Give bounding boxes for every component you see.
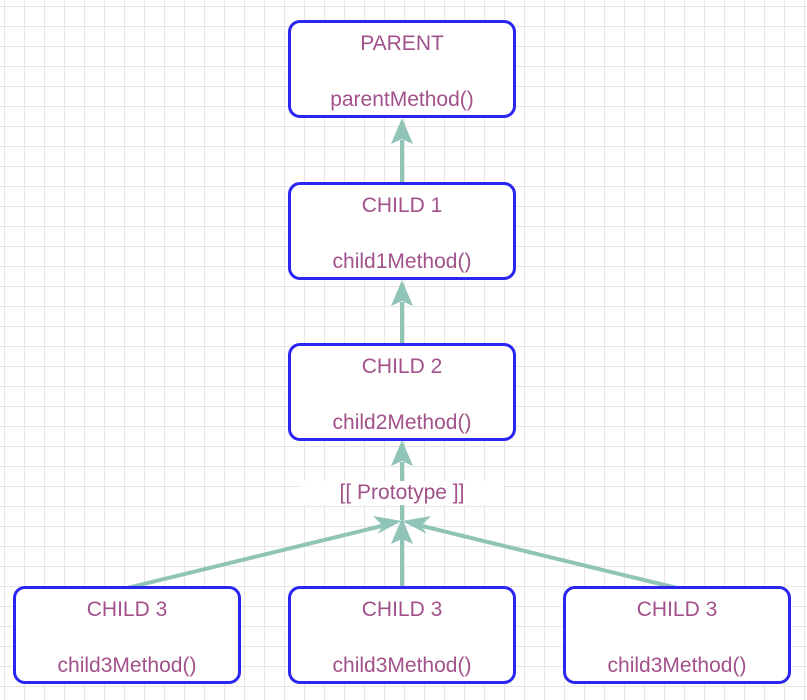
node-child1-method: child1Method() [332, 250, 472, 273]
arrowhead-junction-center [391, 518, 413, 544]
node-child2-method: child2Method() [332, 411, 472, 434]
node-child3-right-title: CHILD 3 [636, 598, 718, 621]
arrowhead-parent [391, 118, 413, 144]
arrowhead-junction-left [373, 516, 402, 534]
arrowhead-child1 [391, 280, 413, 306]
arrowhead-junction-right [402, 516, 431, 534]
node-parent[interactable]: PARENT parentMethod() [288, 20, 516, 118]
node-child3-left-title: CHILD 3 [86, 598, 168, 621]
node-parent-method: parentMethod() [330, 88, 474, 111]
node-child3-center-title: CHILD 3 [361, 598, 443, 621]
node-child3-center[interactable]: CHILD 3 child3Method() [288, 586, 516, 684]
node-child1[interactable]: CHILD 1 child1Method() [288, 182, 516, 280]
arrow-child3-right-to-junction [417, 523, 678, 590]
node-child3-left-method: child3Method() [57, 654, 197, 677]
node-child3-right[interactable]: CHILD 3 child3Method() [563, 586, 791, 684]
node-child1-title: CHILD 1 [361, 194, 443, 217]
arrow-child3-left-to-junction [126, 523, 387, 590]
node-child2[interactable]: CHILD 2 child2Method() [288, 343, 516, 441]
node-child3-right-method: child3Method() [607, 654, 747, 677]
prototype-edge-label: [[ Prototype ]] [300, 481, 504, 505]
node-child3-center-method: child3Method() [332, 654, 472, 677]
node-child3-left[interactable]: CHILD 3 child3Method() [13, 586, 241, 684]
node-parent-title: PARENT [360, 32, 444, 55]
node-child2-title: CHILD 2 [361, 355, 443, 378]
arrowhead-child2 [391, 440, 413, 466]
